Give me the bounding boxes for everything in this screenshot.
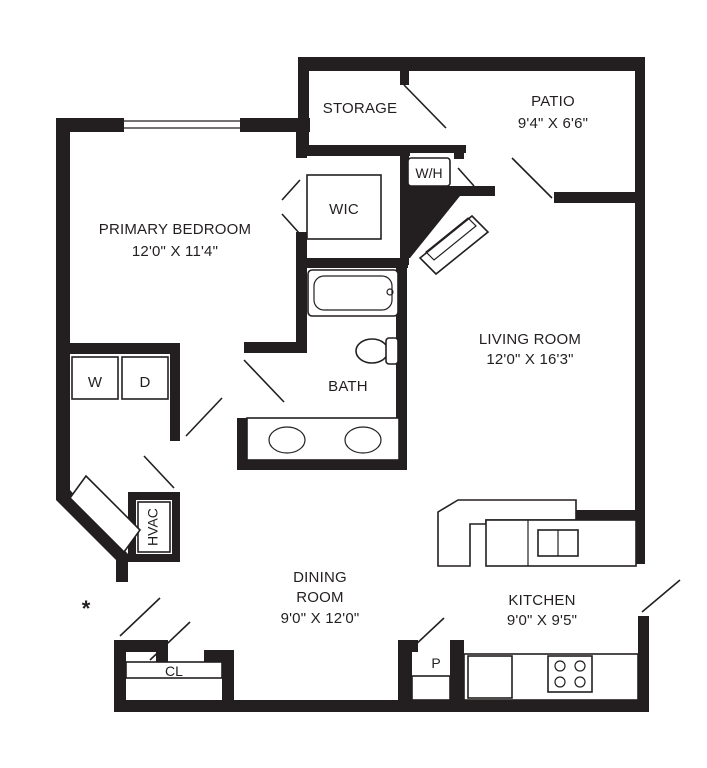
- vanity: [246, 417, 400, 461]
- primary-bedroom-size: 12'0" X 11'4": [132, 243, 218, 260]
- wall-patio-right: [635, 57, 645, 203]
- hvac-door: [143, 455, 175, 489]
- water-heater-box: [407, 157, 451, 187]
- wic-door-bottom: [281, 213, 301, 235]
- dryer: [121, 356, 169, 400]
- wall-laundry-right: [170, 343, 180, 441]
- wall-storage-door-jamb: [400, 57, 409, 85]
- washer-label: W: [88, 374, 103, 391]
- wall-bottom-left: [114, 640, 126, 712]
- burner-4: [574, 676, 586, 688]
- washer: [71, 356, 119, 400]
- storage-door: [403, 84, 447, 129]
- wall-hvac-top: [128, 492, 180, 500]
- pantry-label: P: [431, 655, 440, 671]
- wall-bedroom-wic-top: [296, 118, 307, 158]
- walls: [56, 57, 649, 712]
- closet-label: CL: [165, 663, 183, 679]
- toilet-tank: [385, 337, 399, 365]
- sink-left: [268, 426, 306, 454]
- wall-cl-jamb: [156, 652, 168, 664]
- wall-wh-top: [400, 145, 466, 153]
- wall-pantry-top-left: [398, 640, 418, 652]
- hvac-label: HVAC: [145, 508, 161, 546]
- wall-pantry-right: [450, 640, 464, 710]
- pantry-shelf: [411, 675, 451, 701]
- kitchen-size: 9'0" X 9'5": [507, 612, 577, 629]
- patio-label: PATIO: [531, 93, 575, 110]
- wall-top-storage-patio: [298, 57, 645, 71]
- wall-patio-bottom-right: [554, 192, 645, 203]
- bathtub-faucet: [386, 288, 394, 296]
- wall-cl-top-left: [114, 640, 168, 652]
- wall-pantry-left: [398, 640, 412, 710]
- wall-wh-bottom: [400, 186, 495, 196]
- wall-hvac-right: [172, 492, 180, 562]
- wall-bath-top-stub: [244, 342, 307, 353]
- fireplace-inner: [425, 217, 477, 261]
- labels: STORAGE PATIO 9'4" X 6'6" W/H WIC PRIMAR…: [82, 93, 588, 679]
- kitchen-exterior-door: [641, 579, 681, 613]
- closet-shelf: [125, 661, 223, 679]
- wall-wic-left-lower: [296, 232, 307, 352]
- burner-1: [554, 660, 566, 672]
- primary-bedroom-label: PRIMARY BEDROOM: [99, 221, 251, 238]
- bathtub: [307, 269, 399, 317]
- dining-room-size: 9'0" X 12'0": [281, 610, 360, 627]
- wall-storage-bottom: [298, 145, 410, 156]
- patio-door: [511, 157, 553, 199]
- dining-room-label-1: DINING: [293, 569, 347, 586]
- patio-size: 9'4" X 6'6": [518, 115, 588, 132]
- wall-wic-bottom: [296, 258, 408, 268]
- living-room-size: 12'0" X 16'3": [486, 351, 573, 368]
- angled-shelf: [68, 474, 142, 554]
- bathtub-basin: [313, 275, 393, 311]
- wall-living-right: [635, 192, 645, 564]
- fixtures: [68, 120, 639, 701]
- wall-bedroom-left: [56, 118, 70, 494]
- wall-bottom-right: [638, 616, 649, 712]
- wall-bath-left-stub: [237, 418, 247, 470]
- bath-label: BATH: [328, 378, 368, 395]
- toilet-bowl: [355, 338, 389, 364]
- wall-hvac-bottom: [128, 554, 180, 562]
- dishwasher: [467, 655, 513, 699]
- dryer-label: D: [139, 374, 150, 391]
- wall-bedroom-top-right: [240, 118, 310, 132]
- range: [547, 655, 593, 693]
- hvac-unit: [137, 501, 171, 553]
- wall-bedroom-top-left: [56, 118, 124, 132]
- wic-label: WIC: [329, 201, 359, 218]
- wall-wh-right: [454, 145, 464, 159]
- wall-kitchen-window-top: [576, 510, 645, 520]
- storage-label: STORAGE: [323, 100, 397, 117]
- wall-cl-right: [222, 650, 234, 710]
- entry-marker: *: [82, 596, 91, 621]
- wall-laundry-top: [70, 343, 180, 354]
- closet-door: [149, 621, 191, 661]
- wall-storage-left: [298, 57, 309, 145]
- wic-door-top: [281, 179, 301, 201]
- burner-2: [574, 660, 586, 672]
- wic-shelf: [306, 174, 382, 240]
- wh-door: [457, 167, 475, 187]
- bath-door: [243, 359, 285, 403]
- dining-room-label-2: ROOM: [296, 589, 343, 606]
- doors: [119, 84, 681, 661]
- burner-3: [554, 676, 566, 688]
- sink-right: [344, 426, 382, 454]
- wall-bottom: [114, 700, 649, 712]
- kitchen-label: KITCHEN: [508, 592, 575, 609]
- entry-door: [119, 597, 161, 637]
- wh-label: W/H: [415, 165, 442, 181]
- pantry-door: [411, 617, 445, 649]
- laundry-door: [185, 397, 223, 437]
- wall-bath-bottom: [237, 460, 407, 470]
- wall-angled-corner: [56, 490, 128, 582]
- living-room-label: LIVING ROOM: [479, 331, 581, 348]
- wall-bath-right: [396, 258, 407, 470]
- wall-fireplace-back: [400, 196, 460, 258]
